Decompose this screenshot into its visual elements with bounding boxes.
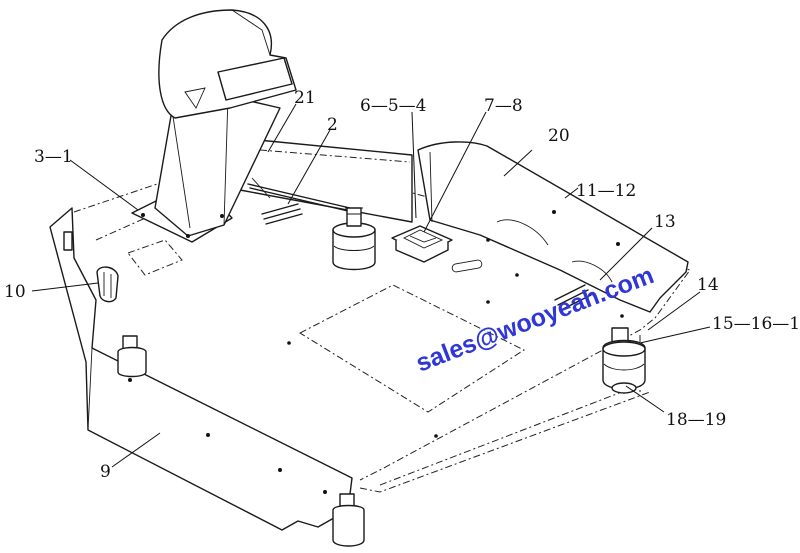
callout-3-1: 3—1	[34, 147, 73, 167]
callout-7-8: 7—8	[484, 96, 523, 116]
callout-21: 21	[294, 88, 316, 108]
callout-13: 13	[654, 212, 676, 232]
callout-14: 14	[697, 275, 719, 295]
rubber-mount-right	[602, 327, 646, 394]
square-boot	[391, 225, 453, 263]
callout-10: 10	[4, 282, 26, 302]
column-head-cap	[158, 9, 297, 119]
callout-11-12: 11—12	[576, 181, 636, 201]
callout-2: 2	[327, 115, 338, 135]
callout-6-5-4: 6—5—4	[360, 96, 426, 116]
right-side-panel	[417, 141, 689, 313]
callout-9: 9	[100, 462, 111, 482]
callout-15-16-17: 15—16—17	[712, 314, 800, 334]
rear-wall-panel	[239, 139, 413, 223]
leader-lines	[31, 103, 711, 468]
handle	[96, 266, 119, 303]
floor-details	[127, 238, 624, 438]
rubber-mount-front-left	[117, 335, 147, 378]
rod-bracket	[247, 177, 353, 225]
front-skirt-panel	[49, 207, 353, 531]
rubber-mount-center	[332, 207, 376, 271]
callout-labels: 3—1 21 2 6—5—4 7—8 20 11—12 13 10 14 15—…	[4, 88, 800, 482]
seat-column	[131, 95, 281, 243]
callout-20: 20	[548, 126, 570, 146]
rubber-mount-bottom	[332, 493, 365, 547]
callout-18-19: 18—19	[666, 410, 726, 430]
